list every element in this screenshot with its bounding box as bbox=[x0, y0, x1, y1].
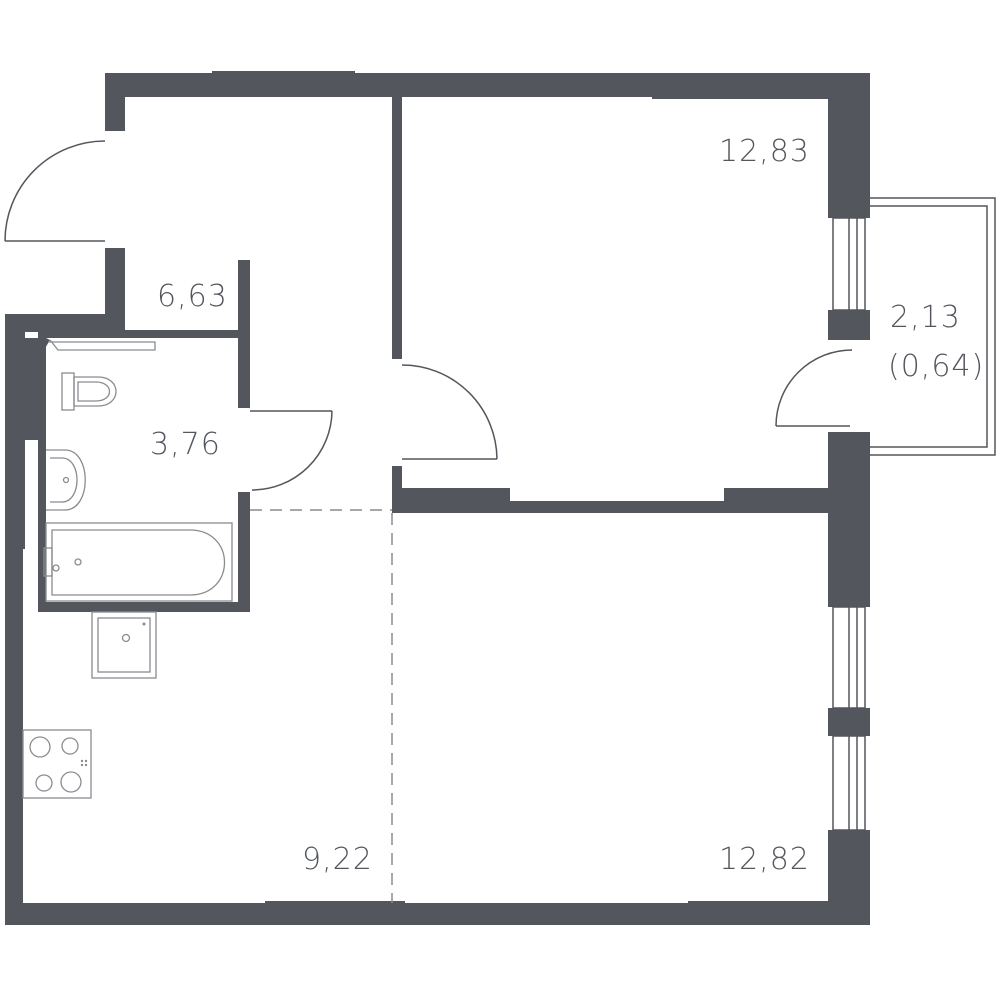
zone-dividers bbox=[250, 509, 393, 903]
bathtub-icon bbox=[43, 522, 233, 602]
kitchen-sink-icon bbox=[91, 611, 157, 679]
bathroom-door[interactable] bbox=[250, 410, 333, 491]
interior-walls bbox=[38, 97, 828, 612]
balcony-reduced-area-label: (0,64) bbox=[888, 349, 985, 384]
entrance-door[interactable] bbox=[4, 140, 106, 242]
outer-walls bbox=[5, 71, 870, 925]
bathroom-sink-icon bbox=[46, 449, 86, 511]
balcony-outline bbox=[870, 197, 996, 456]
kitchen-area-label: 9,22 bbox=[302, 842, 373, 877]
balcony-area-label: 2,13 bbox=[890, 300, 961, 335]
bedroom-door[interactable] bbox=[401, 364, 498, 460]
stove-icon bbox=[22, 729, 92, 799]
living-area-label: 12,82 bbox=[719, 842, 810, 877]
toilet-icon bbox=[61, 372, 117, 411]
balcony-door[interactable] bbox=[775, 349, 853, 427]
bedroom-area-label: 12,83 bbox=[719, 134, 810, 169]
bathroom-area-label: 3,76 bbox=[150, 427, 221, 462]
hall-area-label: 6,63 bbox=[157, 279, 228, 314]
windows bbox=[832, 217, 866, 831]
ventilation-shaft bbox=[25, 338, 156, 440]
